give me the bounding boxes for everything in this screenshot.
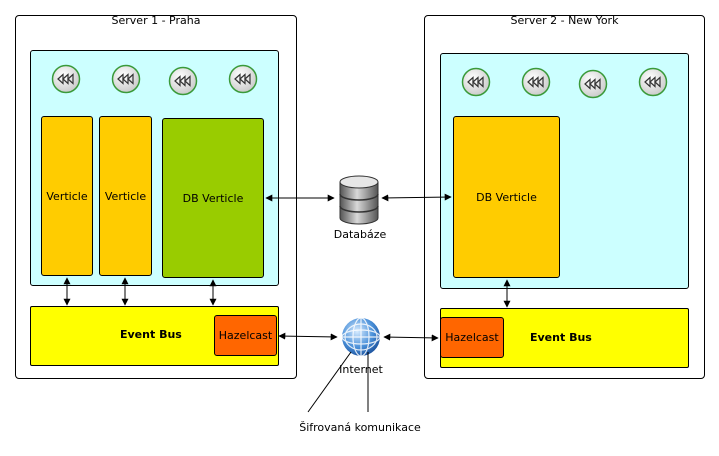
database-label: Databáze bbox=[333, 228, 387, 241]
arrow-hazelcast-1-internet bbox=[278, 332, 338, 341]
verticle-label-2: Verticle bbox=[104, 189, 147, 203]
arrow-database-db-verticle-2 bbox=[381, 193, 452, 202]
hazelcast-label-server-1: Hazelcast bbox=[218, 329, 273, 342]
database-icon bbox=[339, 175, 379, 225]
event-bus-label-server-1: Event Bus bbox=[120, 328, 182, 341]
internet-label: Internet bbox=[339, 363, 383, 376]
db-verticle-label-server-2: DB Verticle bbox=[476, 190, 537, 204]
callout-line-left bbox=[307, 351, 352, 413]
arrow-internet-hazelcast-2 bbox=[383, 333, 439, 342]
db-verticle-label-server-1: DB Verticle bbox=[182, 191, 244, 205]
server-2-title: Server 2 - New York bbox=[510, 14, 619, 27]
event-bus-label-server-2: Event Bus bbox=[530, 331, 592, 344]
verticle-box-1: Verticle bbox=[41, 116, 93, 276]
server-1-title: Server 1 - Praha bbox=[111, 14, 201, 27]
db-verticle-box-server-1: DB Verticle bbox=[162, 118, 264, 278]
hazelcast-label-server-2: Hazelcast bbox=[445, 331, 499, 344]
db-verticle-box-server-2: DB Verticle bbox=[453, 116, 560, 278]
verticle-box-2: Verticle bbox=[99, 116, 152, 276]
verticle-label-1: Verticle bbox=[46, 189, 88, 203]
hazelcast-box-server-1: Hazelcast bbox=[214, 315, 277, 356]
globe-icon bbox=[341, 317, 381, 357]
hazelcast-box-server-2: Hazelcast bbox=[440, 317, 504, 358]
encrypted-communication-label: Šifrovaná komunikace bbox=[299, 421, 421, 434]
